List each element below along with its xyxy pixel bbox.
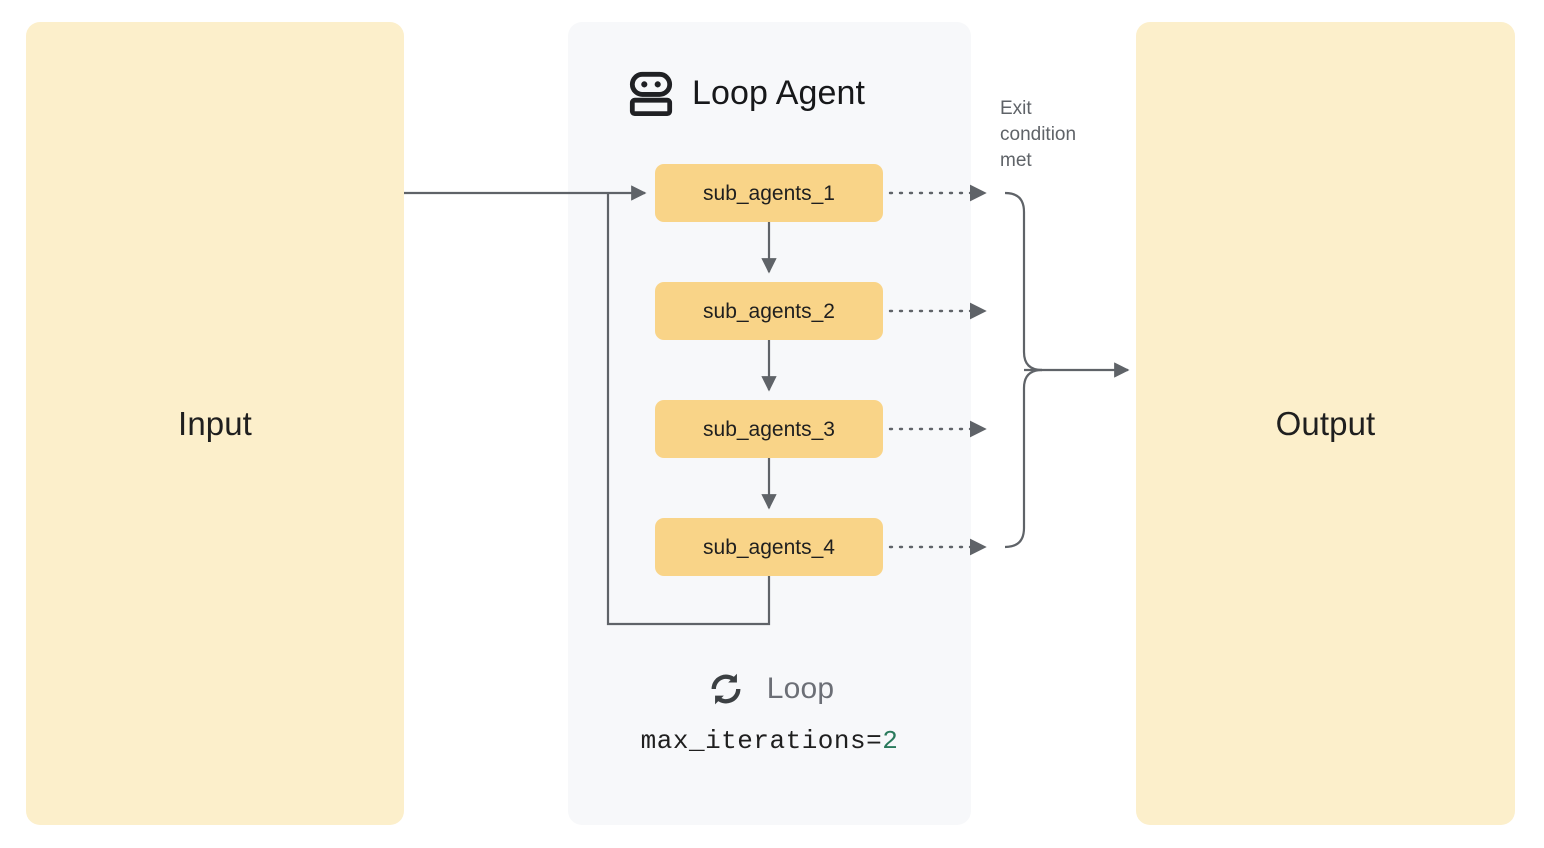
loop-footer: Loop max_iterations=2 [568,668,971,757]
sub-agent-box[interactable]: sub_agents_3 [655,400,883,458]
loop-footer-row: Loop [705,668,835,710]
input-panel: Input [26,22,404,825]
sub-agent-box[interactable]: sub_agents_4 [655,518,883,576]
max-iterations-value: 2 [882,726,899,756]
sub-agent-box[interactable]: sub_agents_2 [655,282,883,340]
sub-agent-label: sub_agents_3 [703,417,835,441]
sub-agent-label: sub_agents_4 [703,535,835,559]
input-panel-label: Input [178,405,252,442]
sub-agent-box[interactable]: sub_agents_1 [655,164,883,222]
loop-refresh-icon [705,668,747,710]
output-panel-label: Output [1275,405,1376,442]
output-panel: Output [1136,22,1515,825]
edge-merge-bracket-bottom [1004,368,1043,549]
exit-condition-annotation: Exit condition met [1000,98,1077,171]
robot-icon [628,70,674,116]
sub-agent-label: sub_agents_2 [703,299,835,323]
sub-agent-label: sub_agents_1 [703,181,835,205]
loop-agent-title: Loop Agent [692,74,866,112]
max-iterations-config: max_iterations=2 [641,726,899,756]
loop-label: Loop [766,672,835,705]
edge-merge-bracket-top [1004,191,1043,372]
max-iterations-key: max_iterations= [640,726,883,756]
loop-agent-header: Loop Agent [628,62,865,124]
